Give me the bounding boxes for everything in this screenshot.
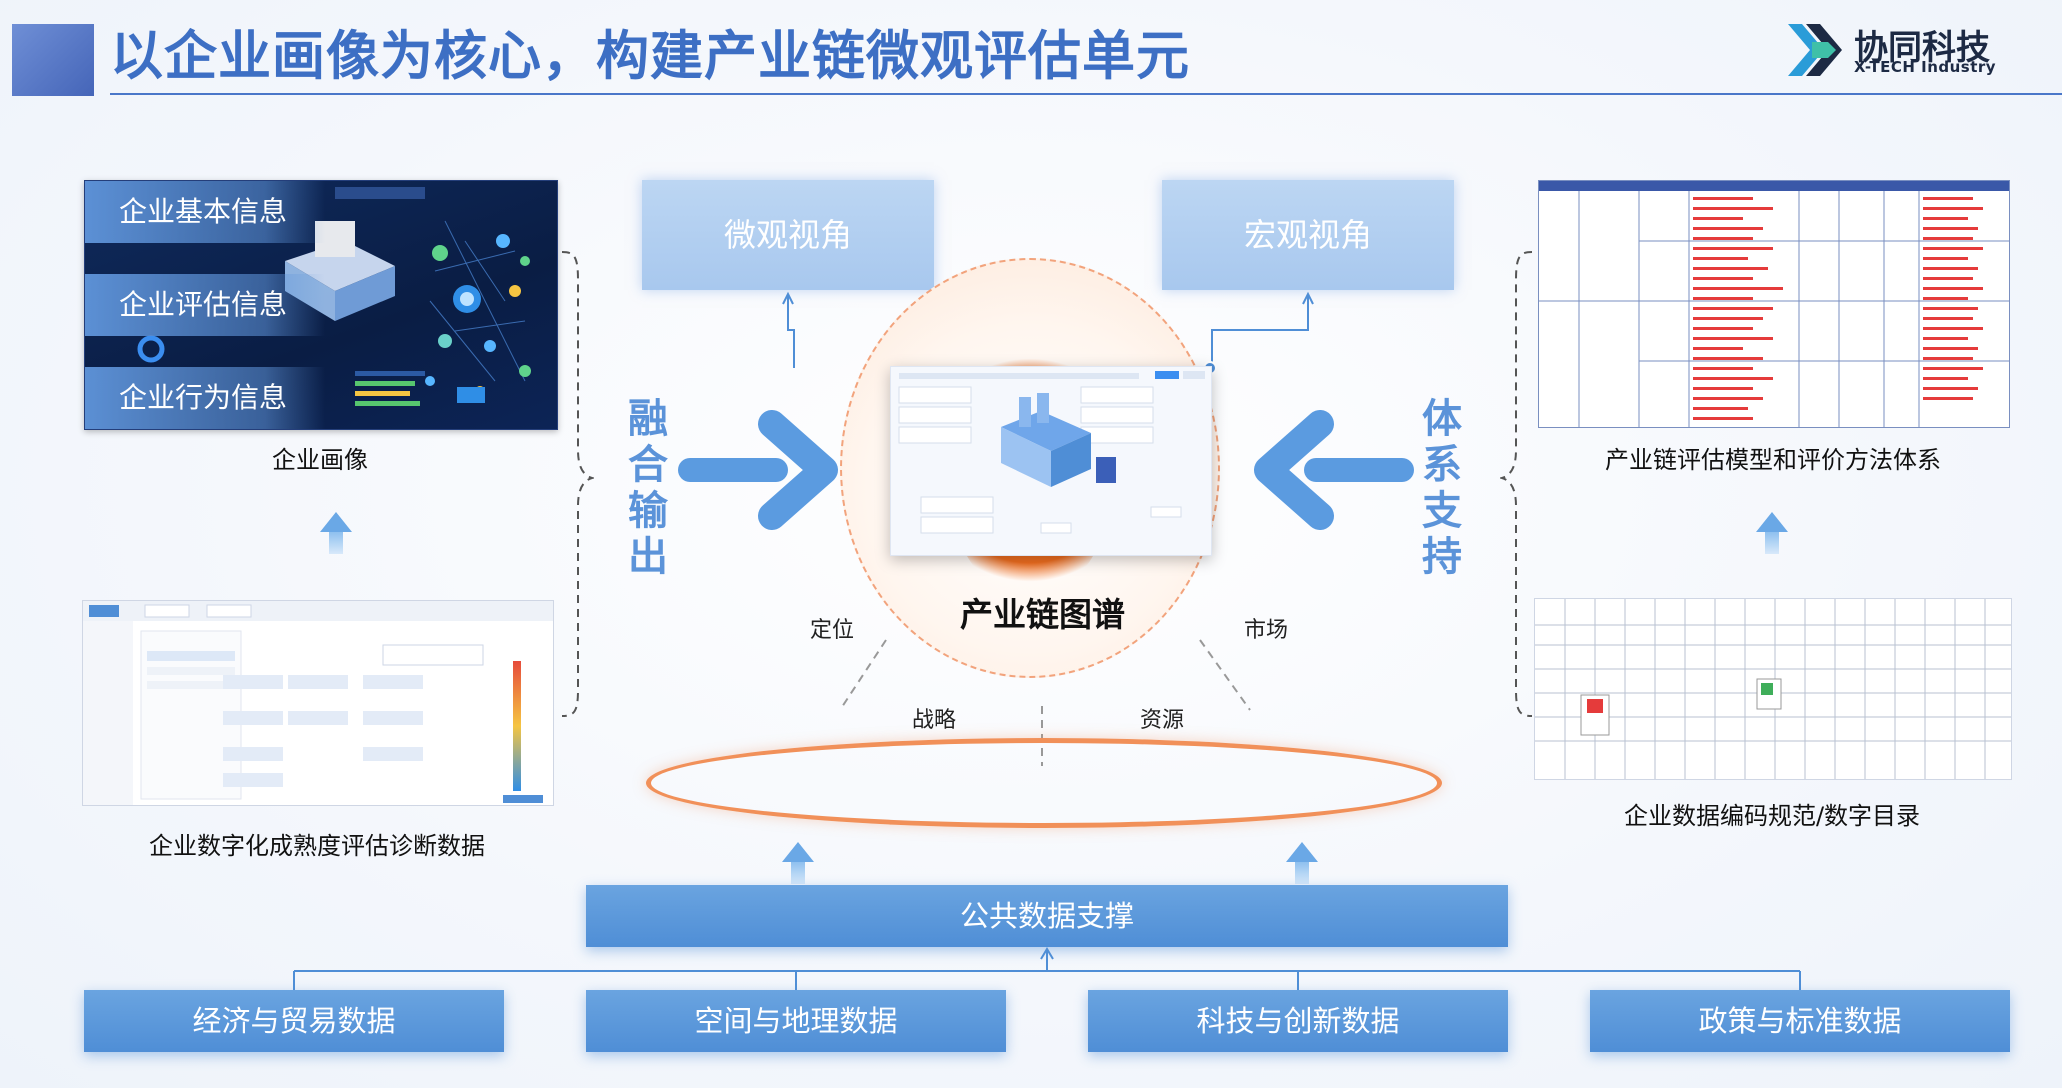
right-arrow-icon [678, 410, 838, 530]
macro-perspective-box: 宏观视角 [1162, 180, 1454, 290]
caption-data-catalog: 企业数据编码规范/数字目录 [1623, 802, 1921, 830]
logo-name: 协同科技 [1854, 28, 1990, 68]
caption-evaluation-model: 产业链评估模型和评价方法体系 [1605, 446, 1941, 474]
economic-trade-data-box: 经济与贸易数据 [84, 990, 504, 1052]
assessment-ui-graphic [83, 601, 553, 805]
system-support-char: 体 [1422, 396, 1462, 442]
fusion-output-char: 出 [628, 534, 668, 580]
data-tree-connector [293, 947, 1801, 991]
x-tech-logo-icon [1788, 24, 1842, 76]
label-resource: 资源 [1140, 708, 1185, 733]
up-arrow-icon [320, 512, 352, 554]
right-bracket-connector [1500, 251, 1533, 717]
title-decoration [12, 24, 94, 96]
fusion-output-char: 输 [628, 488, 668, 534]
left-arrow-icon [1254, 410, 1414, 530]
evaluation-table-graphic [1539, 181, 2009, 427]
caption-maturity-assessment: 企业数字化成熟度评估诊断数据 [149, 832, 485, 860]
maturity-assessment-screenshot [82, 600, 554, 806]
strategy-ring [646, 738, 1442, 828]
enterprise-profile-dashboard: 企业基本信息 企业评估信息 企业行为信息 [84, 180, 558, 430]
catalog-table-graphic [1535, 599, 2011, 779]
public-data-support-box: 公共数据支撑 [586, 885, 1508, 947]
industry-chain-map-screenshot [890, 366, 1212, 556]
title-underline [110, 93, 2062, 95]
tag-basic-info: 企业基本信息 [85, 181, 325, 243]
policy-standard-data-box: 政策与标准数据 [1590, 990, 2010, 1052]
system-support-char: 持 [1422, 534, 1462, 580]
left-bracket-connector [561, 251, 594, 717]
micro-perspective-box: 微观视角 [642, 180, 934, 290]
tech-innovation-data-box: 科技与创新数据 [1088, 990, 1508, 1052]
system-support-char: 支 [1422, 488, 1462, 534]
up-arrow-icon [1286, 842, 1318, 884]
tag-evaluation-info: 企业评估信息 [85, 274, 325, 336]
label-strategy: 战略 [912, 708, 957, 733]
tag-behavior-info: 企业行为信息 [85, 367, 325, 429]
label-market: 市场 [1244, 618, 1289, 643]
data-catalog-table [1534, 598, 2012, 780]
system-support-label: 体 系 支 持 [1420, 396, 1464, 580]
industry-map-graphic [898, 371, 1205, 534]
logo-subtitle: X-TECH Industry [1854, 58, 1997, 76]
industry-chain-map-label: 产业链图谱 [960, 595, 1125, 634]
spatial-geo-data-box: 空间与地理数据 [586, 990, 1006, 1052]
page-title: 以企业画像为核心，构建产业链微观评估单元 [110, 26, 1190, 87]
caption-enterprise-profile: 企业画像 [272, 446, 368, 474]
system-support-char: 系 [1422, 442, 1462, 488]
label-position: 定位 [810, 618, 855, 643]
evaluation-model-table [1538, 180, 2010, 428]
company-logo: 协同科技 X-TECH Industry [1784, 20, 2024, 80]
up-arrow-icon [1756, 512, 1788, 554]
fusion-output-char: 融 [628, 396, 668, 442]
fusion-output-char: 合 [628, 442, 668, 488]
fusion-output-label: 融 合 输 出 [626, 396, 670, 580]
up-arrow-icon [782, 842, 814, 884]
